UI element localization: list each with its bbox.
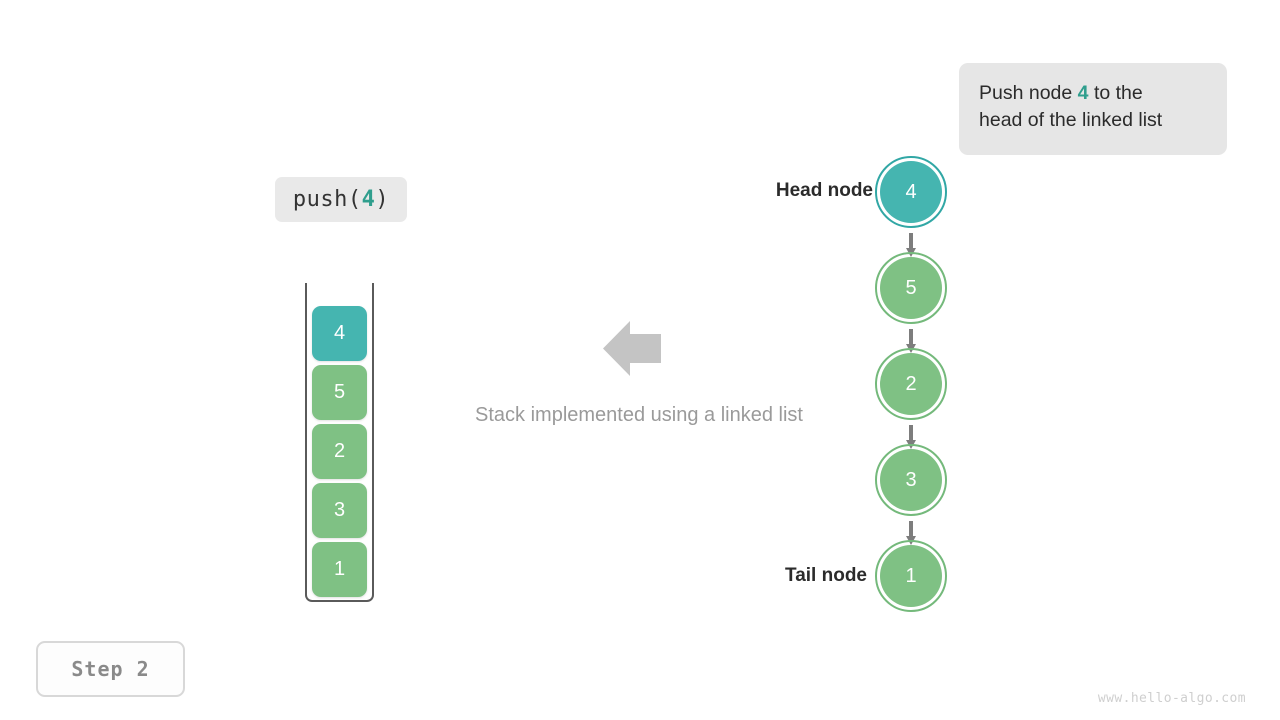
node-ring xyxy=(875,252,947,324)
stack-container xyxy=(305,283,374,602)
stack-cell: 3 xyxy=(312,483,367,538)
node-value: 4 xyxy=(905,180,917,203)
linked-list-node: 1 xyxy=(875,540,947,612)
callout-line-1-prefix: Push node xyxy=(979,82,1078,104)
tail-node-label: Tail node xyxy=(785,565,867,586)
diagram-caption-text: Stack implemented using a linked list xyxy=(475,404,803,426)
operation-chip: push(4) xyxy=(275,177,407,222)
node-value: 5 xyxy=(905,276,917,299)
node-ring xyxy=(875,540,947,612)
step-badge: Step 2 xyxy=(36,641,185,697)
watermark: www.hello-algo.com xyxy=(1097,691,1246,706)
node-value: 3 xyxy=(905,468,917,491)
linked-list-node: 3 xyxy=(875,444,947,516)
stack-cell: 4 xyxy=(312,306,367,361)
node-ring xyxy=(875,156,947,228)
callout-line-1: Push node 4 to the xyxy=(979,80,1207,107)
callout-box: Push node 4 to the head of the linked li… xyxy=(959,63,1227,155)
step-badge-label: Step 2 xyxy=(71,657,150,681)
node-ring xyxy=(875,444,947,516)
stack-cell-list: 4 5 2 3 1 xyxy=(312,306,367,601)
operation-label: push(4) xyxy=(293,187,389,212)
node-value: 1 xyxy=(905,564,917,587)
node-ring xyxy=(875,348,947,420)
stack-cell: 1 xyxy=(312,542,367,597)
operation-label-prefix: push( xyxy=(292,187,362,212)
callout-accent-value: 4 xyxy=(1077,82,1089,104)
arrow-left-icon xyxy=(603,321,661,376)
diagram-caption: Stack implemented using a linked list xyxy=(0,404,1280,427)
stack-cell: 5 xyxy=(312,365,367,420)
linked-list: 4 5 2 3 1 xyxy=(875,153,960,623)
node-value: 2 xyxy=(905,372,917,395)
operation-accent-value: 4 xyxy=(361,187,376,212)
linked-list-node: 4 xyxy=(875,156,947,228)
linked-list-node: 5 xyxy=(875,252,947,324)
linked-list-node: 2 xyxy=(875,348,947,420)
operation-label-suffix: ) xyxy=(375,187,390,212)
stack-cell: 2 xyxy=(312,424,367,479)
head-node-label: Head node xyxy=(775,180,873,201)
callout-line-2: head of the linked list xyxy=(979,109,1163,131)
callout-line-1-suffix: to the xyxy=(1088,82,1143,104)
